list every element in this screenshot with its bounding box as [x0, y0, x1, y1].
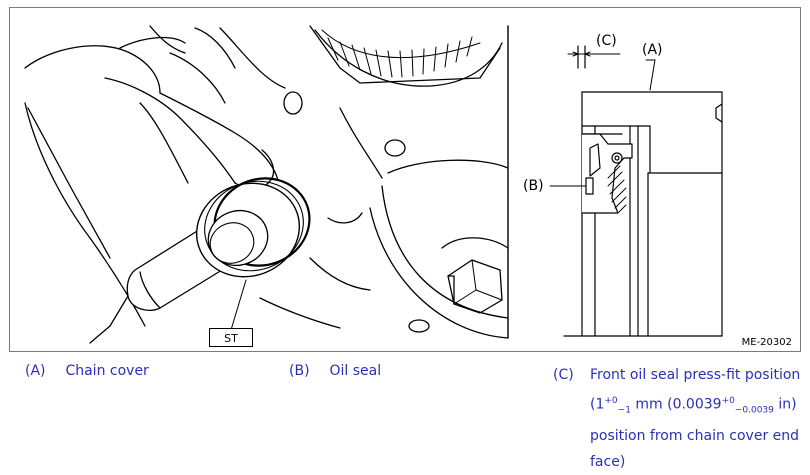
legend-text-b: Oil seal — [329, 363, 382, 379]
callout-a: (A) — [642, 42, 663, 58]
legend-c-line3: position from chain cover end — [590, 428, 800, 445]
oil-seal-cross-section — [549, 45, 723, 337]
legend-text-a: Chain cover — [65, 363, 149, 379]
figure-id: ME-20302 — [741, 337, 792, 348]
legend-item-c: (C) Front oil seal press-fit position (1… — [553, 362, 808, 475]
callout-c: (C) — [596, 33, 617, 49]
oil-seal-installation-drawing — [24, 25, 723, 344]
callout-b: (B) — [523, 178, 544, 194]
legend-item-a: (A) Chain cover — [25, 363, 149, 379]
special-tool-label: ST — [209, 328, 253, 347]
legend-item-b: (B) Oil seal — [289, 363, 381, 379]
legend-c-line2: (1+0−1 mm (0.0039+0−0.0039 in) — [590, 396, 797, 416]
legend-key-c: (C) — [553, 367, 574, 383]
legend-key-b: (B) — [289, 363, 310, 379]
legend-c-line4: face) — [590, 454, 626, 471]
legend-key-a: (A) — [25, 363, 46, 379]
hand-and-tool-illustration — [24, 25, 509, 344]
legend-c-line1: Front oil seal press-fit position — [590, 367, 801, 383]
illustration-figure: ST (C) (A) (B) ME-20302 — [9, 7, 801, 352]
